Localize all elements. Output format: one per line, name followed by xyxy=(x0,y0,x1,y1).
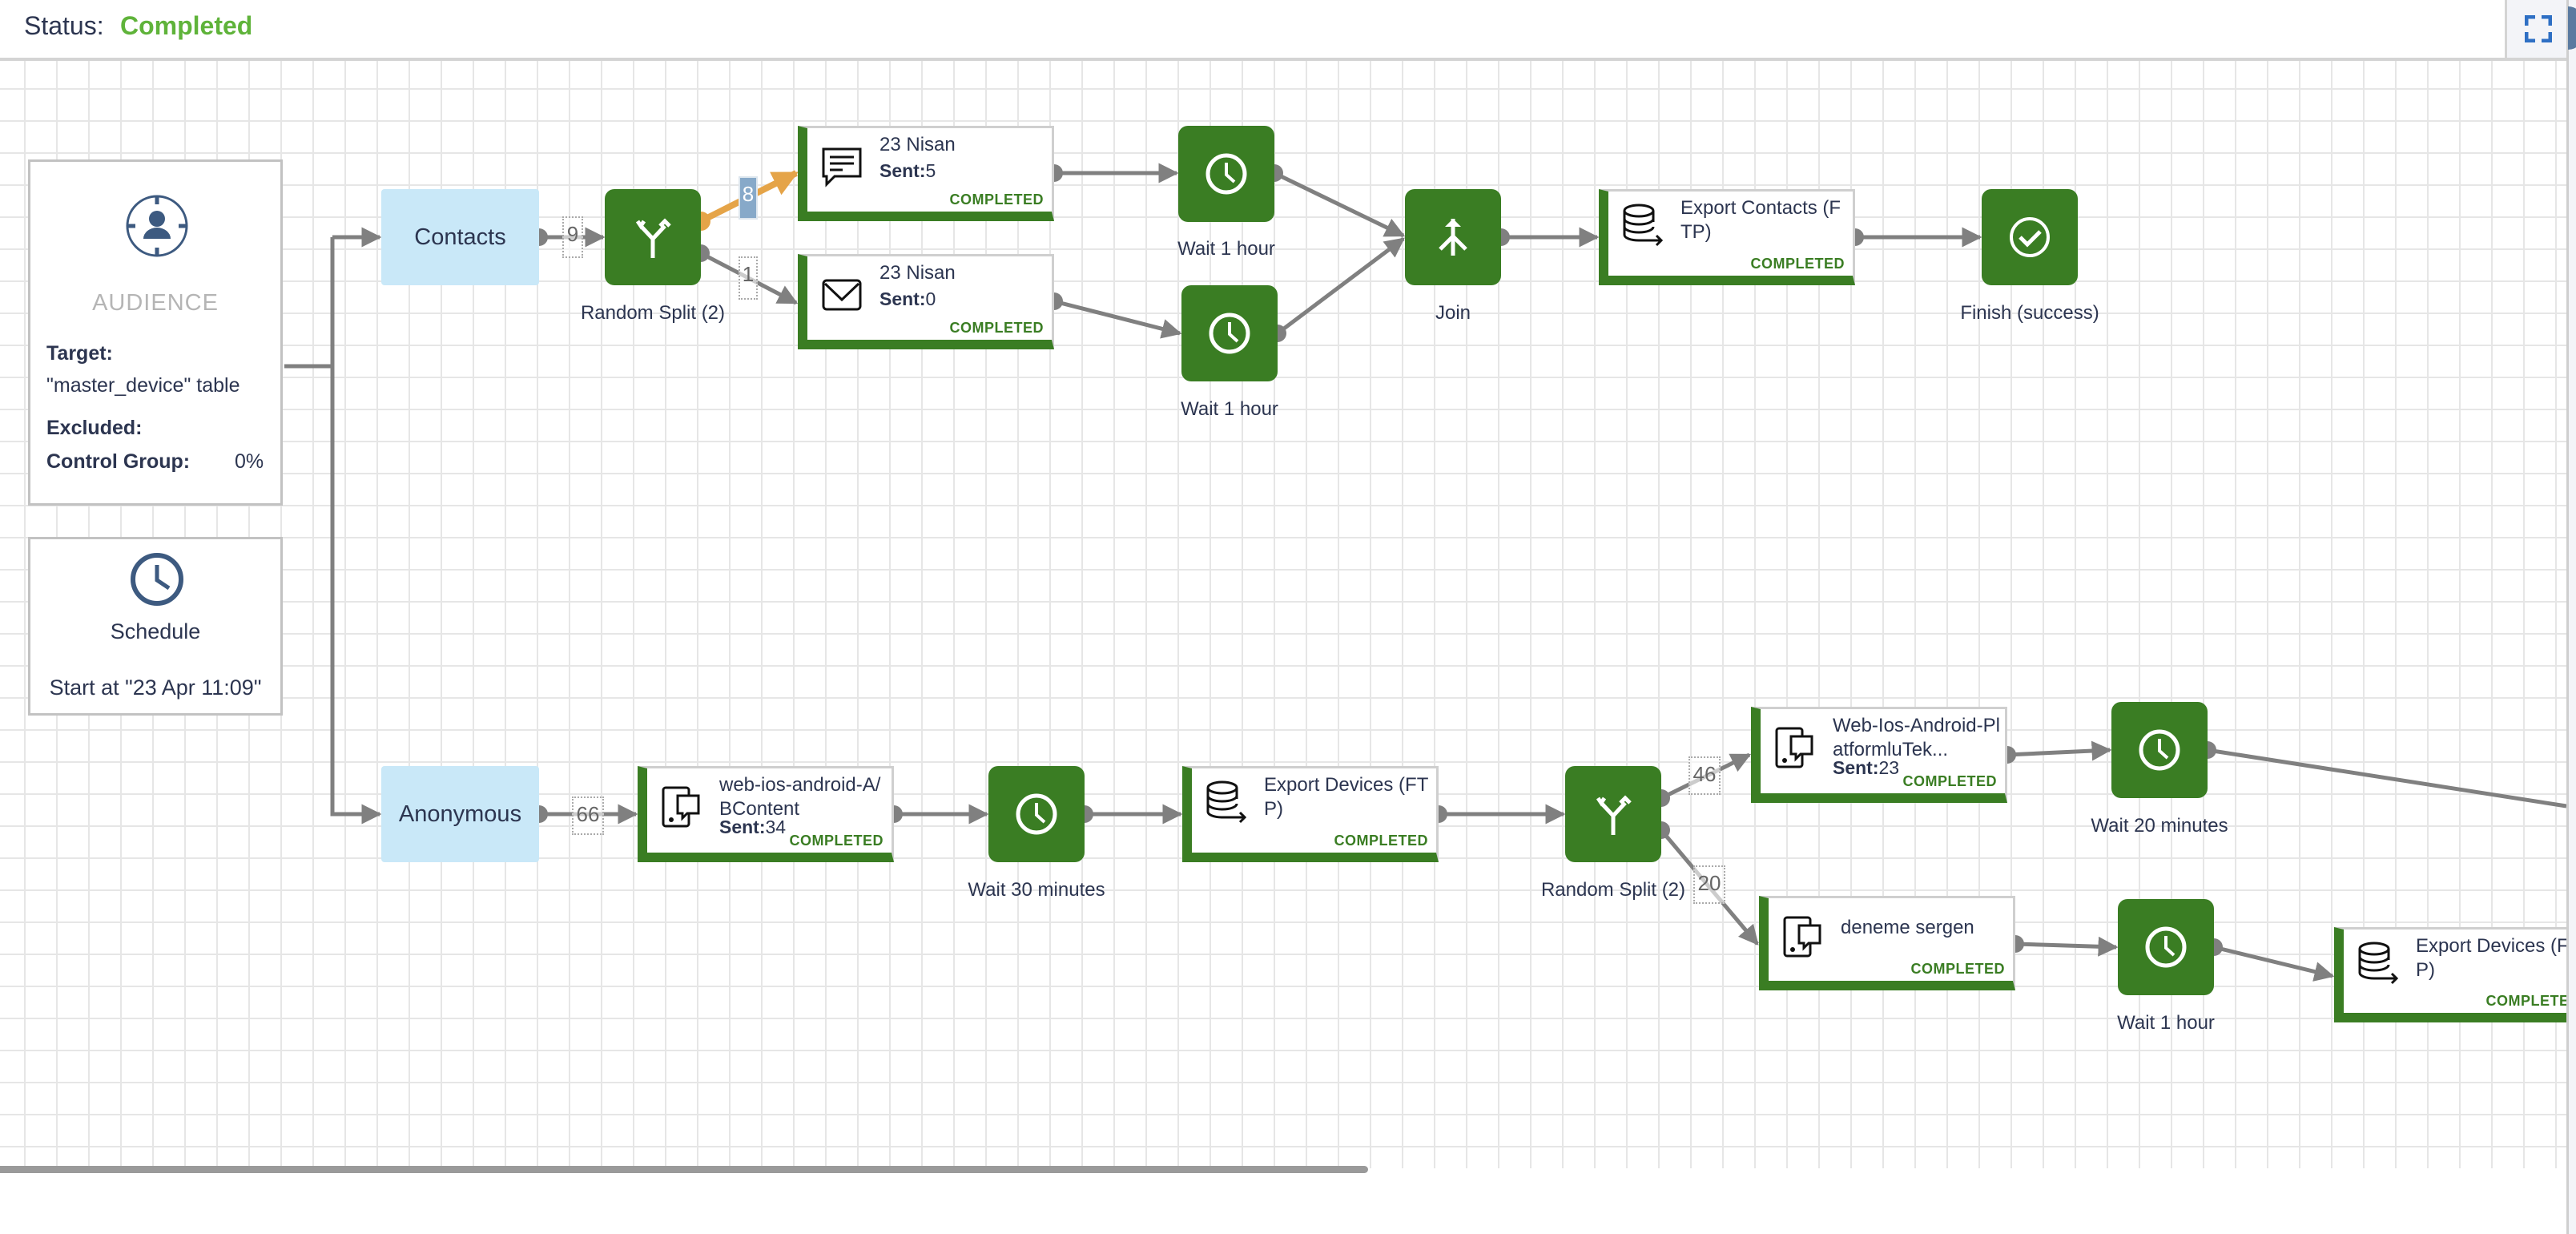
random-split-node[interactable] xyxy=(1565,766,1661,862)
status-badge: COMPLETED xyxy=(1902,773,1997,789)
message-title: deneme sergen xyxy=(1841,917,1974,938)
status-badge: COMPLETED xyxy=(949,320,1044,336)
random-split-label: Random Split (2) xyxy=(580,302,726,324)
message-title: Web-Ios-Android-PlatformluTek... xyxy=(1833,715,2000,760)
sent-label: Sent: xyxy=(719,817,766,837)
sent-count: Sent:5 xyxy=(879,160,936,182)
mobile-push-icon xyxy=(662,786,700,828)
sent-value: 23 xyxy=(1878,757,1900,778)
target-value: "master_device" table xyxy=(46,374,240,397)
fullscreen-icon xyxy=(2524,15,2552,42)
finish-label: Finish (success) xyxy=(1960,302,2099,324)
message-node-email[interactable]: 23 Nisan Sent:0 COMPLETED xyxy=(798,254,1054,349)
sent-label: Sent: xyxy=(879,288,926,309)
message-node-push[interactable]: web-ios-android-A/BContent Sent:34 COMPL… xyxy=(638,766,894,862)
message-node-push[interactable]: deneme sergen COMPLETED xyxy=(1759,896,2015,990)
wait-node[interactable] xyxy=(988,766,1085,862)
wait-label: Wait 1 hour xyxy=(1177,238,1275,260)
export-devices-node[interactable]: Export Devices (FTP) COMPLETED xyxy=(1182,766,1439,862)
edge-count-contacts: 9 xyxy=(562,216,583,258)
audience-panel[interactable]: AUDIENCE Target: "master_device" table E… xyxy=(28,159,283,506)
status-badge: COMPLETED xyxy=(1334,833,1428,849)
edge-count-branch-bottom: 1 xyxy=(739,256,758,300)
export-contacts-node[interactable]: Export Contacts (FTP) COMPLETED xyxy=(1599,189,1855,285)
mobile-push-icon xyxy=(1775,727,1813,768)
status-label: Status: xyxy=(24,11,104,40)
fullscreen-button[interactable] xyxy=(2505,0,2569,58)
clock-icon xyxy=(1016,793,1057,835)
status-badge: COMPLETED xyxy=(949,192,1044,208)
join-node[interactable] xyxy=(1405,189,1501,285)
sms-icon xyxy=(822,147,862,188)
clock-icon xyxy=(2145,926,2187,968)
wait-label: Wait 1 hour xyxy=(1181,398,1278,420)
wait-node[interactable] xyxy=(1178,126,1274,222)
status-badge: COMPLETED xyxy=(2485,993,2576,1009)
join-label: Join xyxy=(1435,302,1471,324)
schedule-panel[interactable]: Schedule Start at "23 Apr 11:09" xyxy=(28,537,283,716)
random-split-label: Random Split (2) xyxy=(1540,879,1686,901)
sent-value: 34 xyxy=(765,817,787,837)
clock-icon xyxy=(1209,313,1250,354)
random-split-icon xyxy=(635,218,671,258)
database-export-icon xyxy=(2358,942,2399,985)
canvas-right-border xyxy=(2566,61,2576,1234)
schedule-start: Start at "23 Apr 11:09" xyxy=(49,675,262,700)
edge-count-anonymous: 66 xyxy=(572,796,604,835)
status-value: Completed xyxy=(120,11,253,40)
entry-contacts[interactable]: Contacts xyxy=(381,189,539,285)
finish-node[interactable] xyxy=(1982,189,2078,285)
wait-label: Wait 30 minutes xyxy=(968,879,1105,901)
audience-target-icon xyxy=(126,195,188,257)
email-icon xyxy=(822,279,862,311)
edge-count-branch-top: 46 xyxy=(1688,756,1721,795)
sent-label: Sent: xyxy=(879,160,926,181)
export-title: Export Contacts (FTP) xyxy=(1680,197,1841,243)
wait-node[interactable] xyxy=(2118,899,2214,995)
wait-label: Wait 20 minutes xyxy=(2091,815,2228,837)
message-title: 23 Nisan xyxy=(879,134,956,155)
mobile-push-icon xyxy=(1783,916,1821,958)
control-group-label: Control Group: xyxy=(46,450,191,473)
status-badge: COMPLETED xyxy=(1750,256,1845,272)
sent-count: Sent:23 xyxy=(1833,757,1899,779)
status-badge: COMPLETED xyxy=(789,833,883,849)
edge-count-branch-top: 8 xyxy=(739,176,758,220)
message-title: 23 Nisan xyxy=(879,262,956,284)
sent-count: Sent:34 xyxy=(719,817,786,838)
schedule-title: Schedule xyxy=(110,619,201,643)
random-split-icon xyxy=(1596,795,1632,835)
message-node-push[interactable]: Web-Ios-Android-PlatformluTek... Sent:23… xyxy=(1751,707,2007,803)
random-split-node[interactable] xyxy=(605,189,701,285)
sent-label: Sent: xyxy=(1833,757,1879,778)
database-export-icon xyxy=(1206,780,1247,824)
sent-value: 5 xyxy=(925,160,936,181)
export-title: Export Devices (FTP) xyxy=(2416,935,2576,981)
audience-title: AUDIENCE xyxy=(92,290,219,316)
status-badge: COMPLETED xyxy=(1910,961,2005,977)
clock-icon xyxy=(2139,729,2180,771)
sent-value: 0 xyxy=(925,288,936,309)
wait-node[interactable] xyxy=(1181,285,1278,381)
wait-label: Wait 1 hour xyxy=(2117,1012,2215,1034)
target-label: Target: xyxy=(46,342,113,365)
join-icon xyxy=(1439,219,1467,256)
database-export-icon xyxy=(1623,204,1664,247)
side-panel-toggle[interactable] xyxy=(2568,6,2576,50)
check-circle-icon xyxy=(2010,217,2050,257)
entry-anonymous[interactable]: Anonymous xyxy=(381,766,539,862)
horizontal-scrollbar[interactable] xyxy=(0,1166,1368,1173)
wait-node[interactable] xyxy=(2111,702,2208,798)
edge-count-branch-bottom: 20 xyxy=(1693,865,1725,904)
clock-icon xyxy=(131,553,183,606)
control-group-value: 0% xyxy=(235,450,264,473)
export-title: Export Devices (FTP) xyxy=(1264,774,1429,820)
message-node-sms[interactable]: 23 Nisan Sent:5 COMPLETED xyxy=(798,126,1054,221)
status-header: Status: Completed xyxy=(0,0,2566,61)
excluded-label: Excluded: xyxy=(46,417,143,439)
sent-count: Sent:0 xyxy=(879,288,936,310)
clock-icon xyxy=(1205,153,1247,195)
message-title: web-ios-android-A/BContent xyxy=(719,774,881,820)
export-devices-node[interactable]: Export Devices (FTP) COMPLETED xyxy=(2334,927,2576,1022)
